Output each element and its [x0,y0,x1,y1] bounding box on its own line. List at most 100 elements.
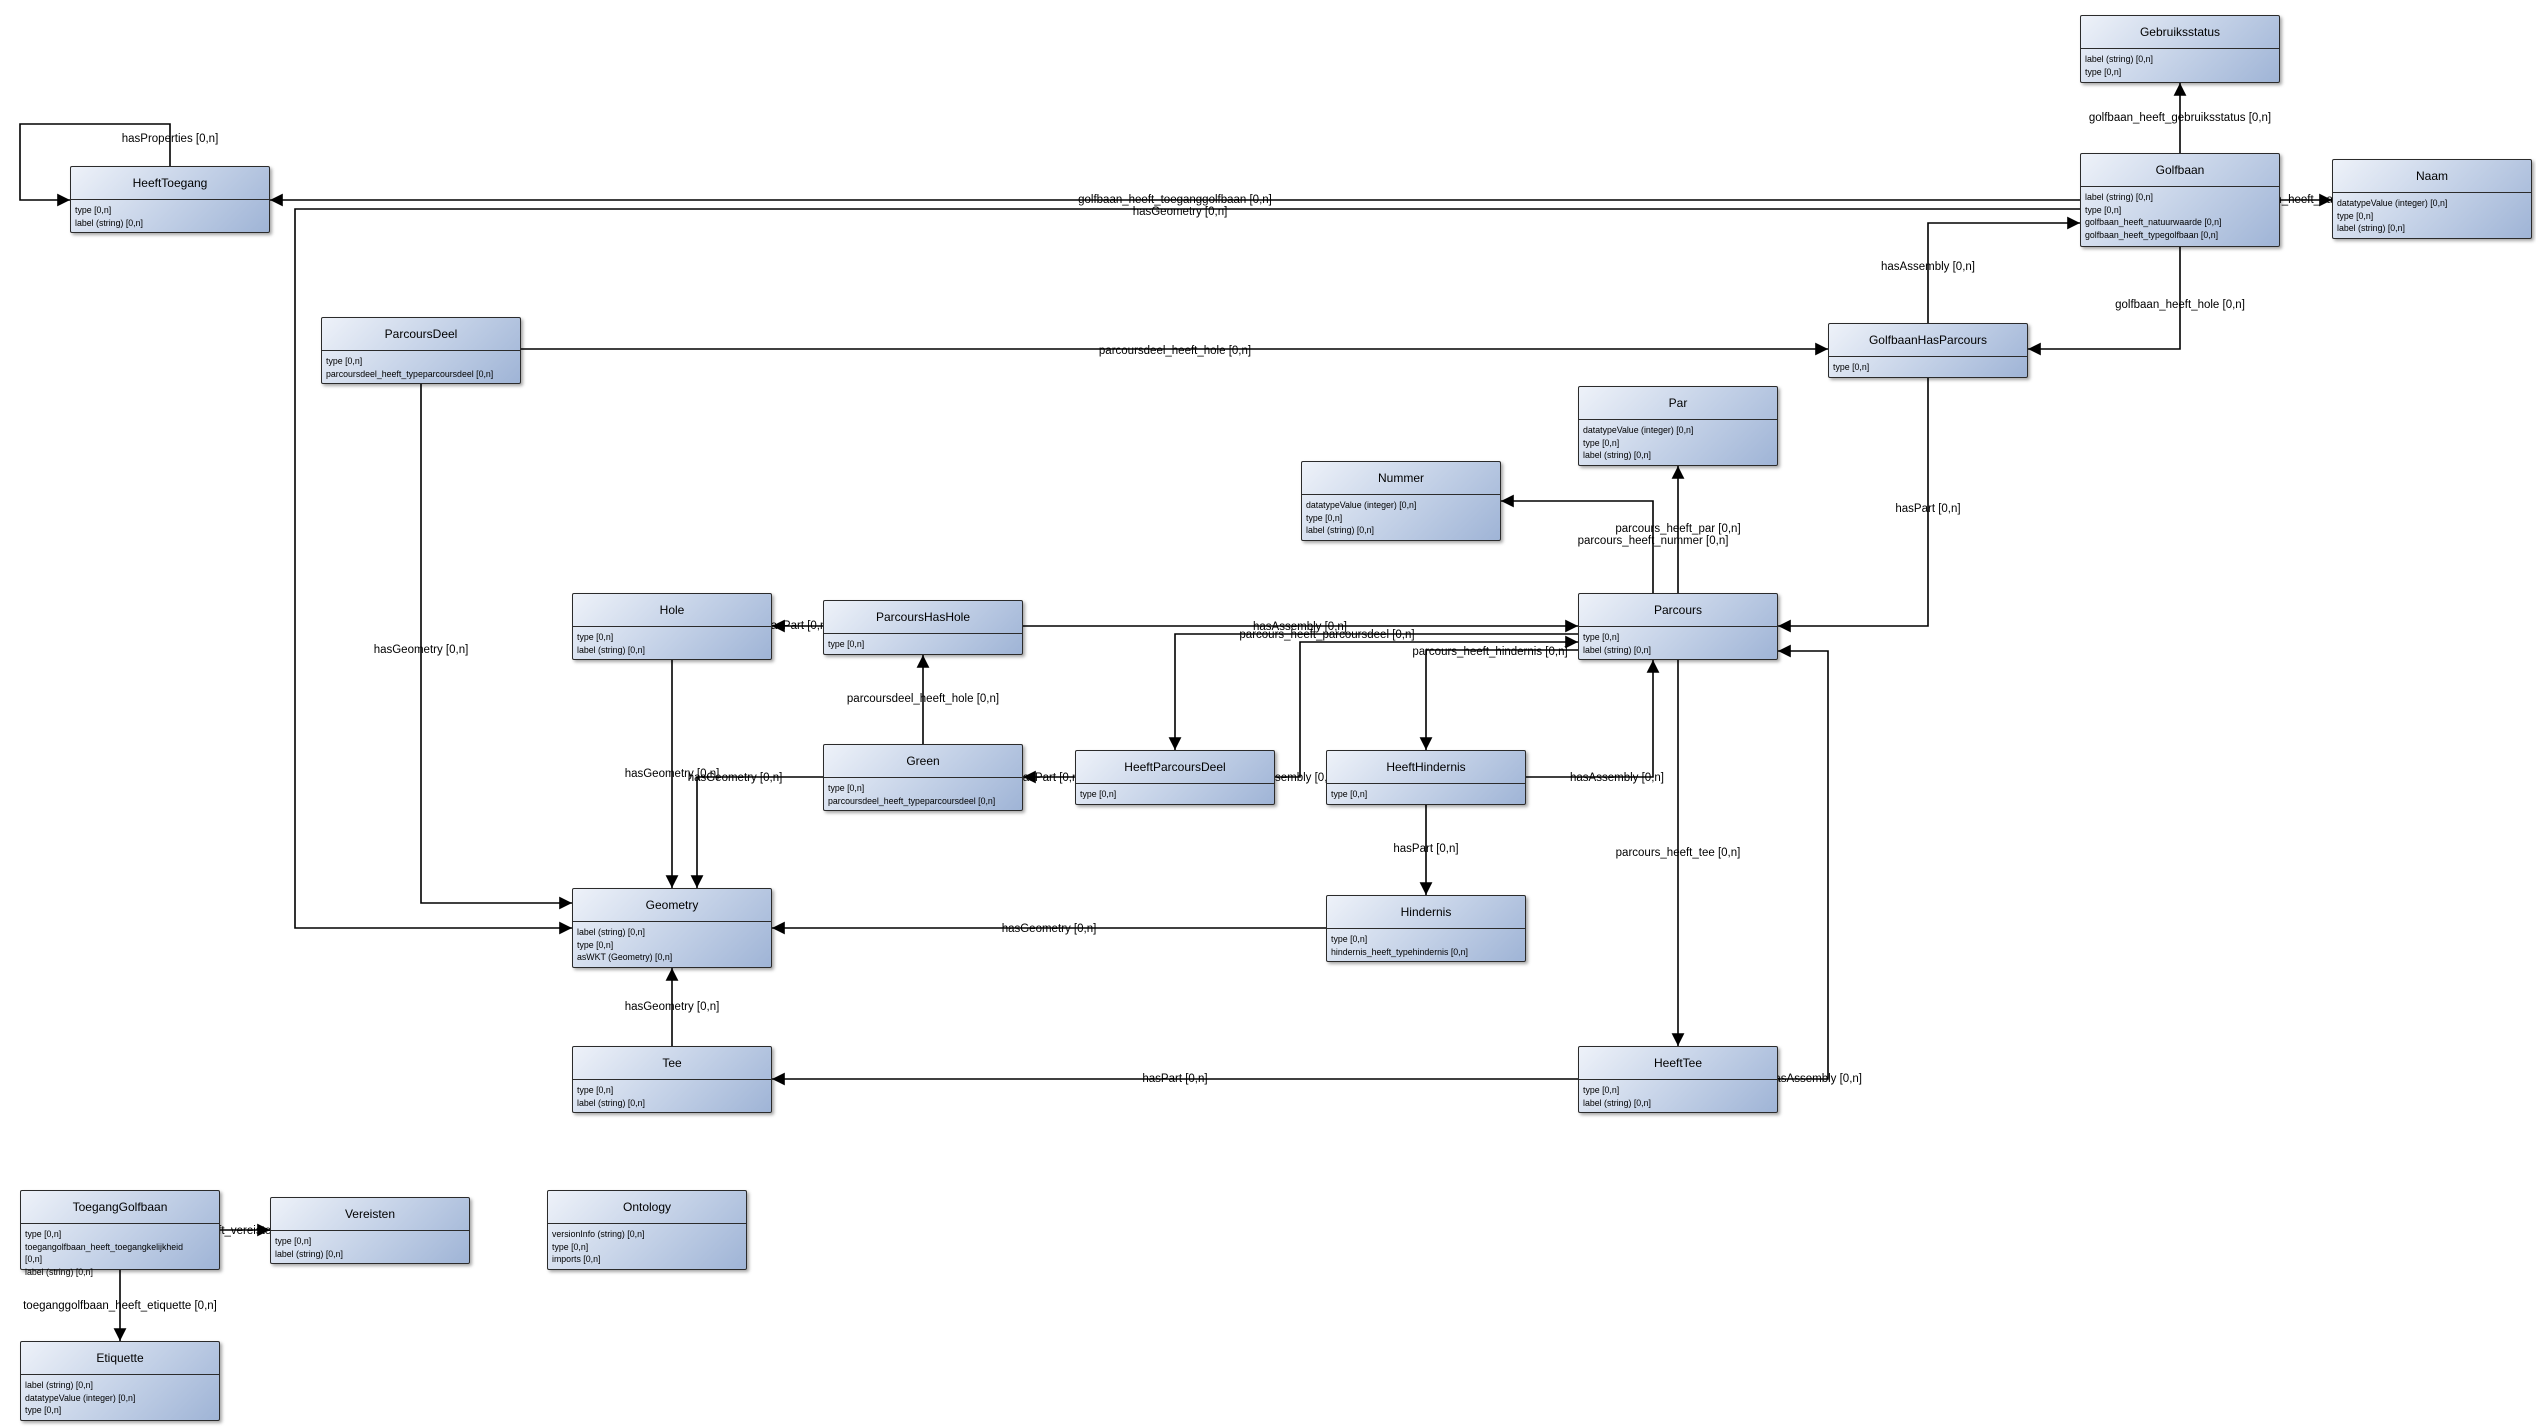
edge-label: hasGeometry [0,n] [1133,206,1228,218]
class-attribute: datatypeValue (integer) [0,n] [1306,500,1417,510]
edge-hpd-assembly[interactable] [1275,635,1578,778]
class-attribute: label (string) [0,n] [1583,644,1651,655]
edge-golfbaan-geometry[interactable] [294,208,2080,935]
class-node-attributes: type [0,n] [1076,784,1274,803]
edge-label: toeganggolfbaan_heeft_etiquette [0,n] [23,1300,217,1312]
class-node-attributes: label (string) [0,n]type [0,n] [2081,49,2279,80]
edge-hasProperties-self[interactable] [19,123,171,207]
class-attribute: type [0,n] [1583,1085,1620,1095]
class-attribute: type [0,n] [25,1405,62,1415]
edge-green-geometry[interactable] [690,776,823,888]
class-attribute: label (string) [0,n] [25,1266,93,1277]
class-node-title: Ontology [548,1191,746,1224]
edge-label: hasGeometry [0,n] [625,1001,720,1013]
class-node-attributes: type [0,n]label (string) [0,n] [573,1080,771,1111]
class-attribute: type [0,n] [1080,789,1117,799]
edge-label: parcours_heeft_nummer [0,n] [1578,535,1729,547]
class-attribute: type [0,n] [2085,66,2122,77]
class-attribute: [0,n] [25,1254,43,1264]
class-node-title: HeeftHindernis [1327,751,1525,784]
class-node-title: ParcoursHasHole [824,601,1022,634]
edge-label: golfbaan_heeft_toeganggolfbaan [0,n] [1078,194,1272,206]
class-node-attributes: type [0,n] label (string) [0,n] [573,627,771,658]
class-node-vereisten[interactable]: Vereisten type [0,n] label (string) [0,n] [270,1197,470,1264]
class-attribute: datatypeValue (integer) [0,n] [1583,425,1694,435]
edge-label: hasGeometry [0,n] [1002,923,1097,935]
class-attribute: type [0,n] [2085,204,2122,215]
class-node-attributes: type [0,n]parcoursdeel_heeft_typeparcour… [322,351,520,382]
class-node-attributes: type [0,n] label (string) [0,n] [1579,1080,1777,1111]
edge-label: parcoursdeel_heeft_hole [0,n] [1099,345,1251,357]
edge-label: hasPart [0,n] [1142,1073,1207,1085]
class-attribute: label (string) [0,n] [2337,223,2405,233]
class-attribute: label (string) [0,n] [577,644,645,655]
class-attribute: hindernis_heeft_typehindernis [0,n] [1331,946,1468,957]
class-node-attributes: label (string) [0,n]datatypeValue (integ… [21,1375,219,1419]
class-node-attributes: type [0,n]label (string) [0,n] [1579,627,1777,658]
class-attribute: versionInfo (string) [0,n] [552,1229,645,1239]
class-attribute: type [0,n] [577,939,614,950]
class-attribute: golfbaan_heeft_typegolfbaan [0,n] [2085,229,2219,240]
edge-label: hasGeometry [0,n] [688,772,783,784]
edge-golfbaan-hole[interactable] [2028,247,2181,356]
class-node-heeft-tee[interactable]: HeeftTee type [0,n] label (string) [0,n] [1578,1046,1778,1113]
edge-parcours-parcoursdeel[interactable] [1168,633,1578,750]
class-attribute: label (string) [0,n] [577,1097,645,1108]
class-node-title: HeeftTee [1579,1047,1777,1080]
class-attribute: type [0,n] [577,632,614,642]
class-node-parcours-has-hole[interactable]: ParcoursHasHole type [0,n] [823,600,1023,655]
edge-label: hasPart [0,n] [1393,843,1458,855]
edge-label: hasPart [0,n] [1895,503,1960,515]
class-node-heeft-parcours-deel[interactable]: HeeftParcoursDeel type [0,n] [1075,750,1275,805]
edge-parcours-nummer[interactable] [1501,494,1654,593]
class-attribute: label (string) [0,n] [75,217,143,228]
edge-ghp-assembly[interactable] [1927,216,2080,323]
edge-label: parcours_heeft_parcoursdeel [0,n] [1239,629,1414,641]
class-attribute: label (string) [0,n] [1583,450,1651,460]
class-attribute: type [0,n] [326,356,363,366]
class-node-attributes: type [0,n] [1327,784,1525,803]
edge-ghp-haspart[interactable] [1778,378,1929,633]
class-attribute: type [0,n] [275,1236,312,1246]
edge-parcours-hindernis[interactable] [1419,649,1578,750]
edge-label: parcours_heeft_par [0,n] [1615,523,1740,535]
class-node-title: HeeftParcoursDeel [1076,751,1274,784]
edge-label: hasAssembly [0,n] [1768,1073,1862,1085]
class-node-title: Naam [2333,160,2531,193]
class-node-title: Gebruiksstatus [2081,16,2279,49]
class-node-attributes: type [0,n] [824,634,1022,653]
class-attribute: type [0,n] [828,639,865,649]
edge-hh-assembly[interactable] [1526,660,1660,778]
class-node-title: Vereisten [271,1198,469,1231]
class-node-attributes: datatypeValue (integer) [0,n]type [0,n]l… [1302,495,1500,539]
class-attribute: label (string) [0,n] [577,927,645,937]
edge-parcoursdeel-geometry[interactable] [420,384,572,910]
class-node-title: GolfbaanHasParcours [1829,324,2027,357]
edge-label: golfbaan_heeft_hole [0,n] [2115,299,2245,311]
class-attribute: label (string) [0,n] [1583,1097,1651,1108]
class-attribute: label (string) [0,n] [275,1248,343,1259]
class-node-attributes: label (string) [0,n]type [0,n]golfbaan_h… [2081,187,2279,243]
edge-label: golfbaan_heeft_gebruiksstatus [0,n] [2089,112,2271,124]
edge-heefttee-assembly[interactable] [1778,644,1829,1080]
edge-label: hasAssembly [0,n] [1881,261,1975,273]
